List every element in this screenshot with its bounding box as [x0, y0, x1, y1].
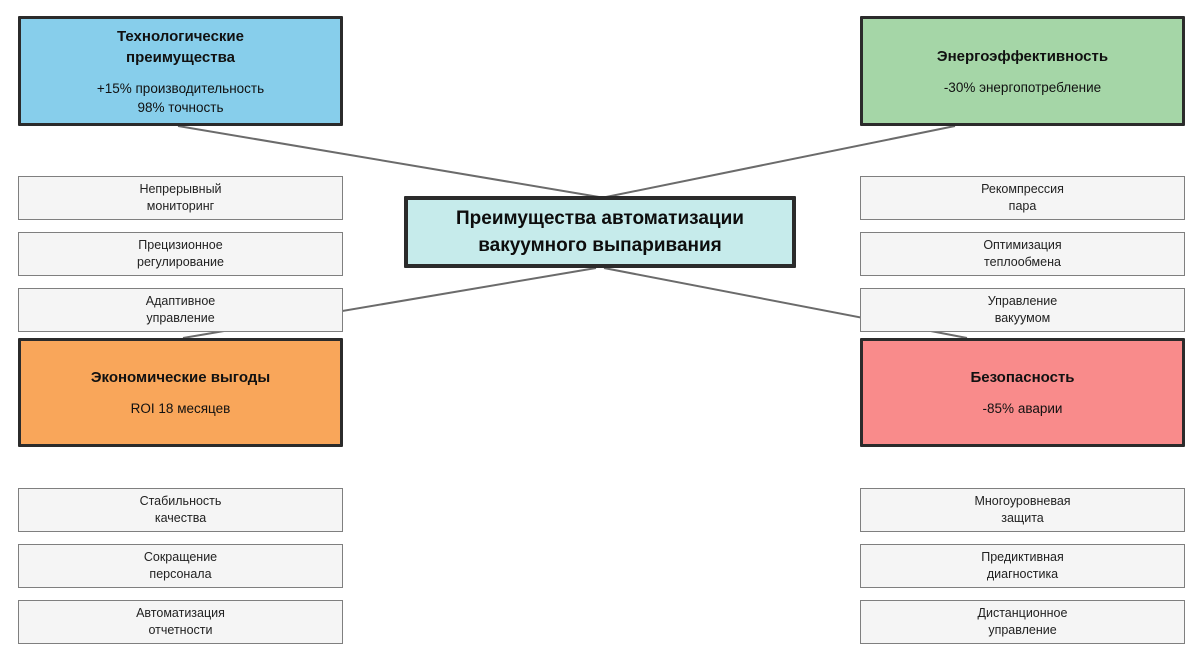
branch-tech-metrics: +15% производительность 98% точность [96, 80, 265, 115]
branch-energy-metrics: -30% энергопотребление [943, 79, 1102, 95]
branch-tech-title: Технологические преимущества [117, 27, 244, 66]
branch-economic-metrics: ROI 18 месяцев [130, 401, 231, 416]
item-economic-1-label: Стабильность качества [139, 494, 222, 525]
item-tech-3: Адаптивное управление [18, 288, 343, 332]
item-safety-1-label: Многоуровневая защита [974, 494, 1071, 525]
item-tech-3-label: Адаптивное управление [145, 294, 216, 325]
item-economic-1: Стабильность качества [18, 488, 343, 532]
item-tech-2: Прецизионное регулирование [18, 232, 343, 276]
item-safety-2-label: Предиктивная диагностика [981, 550, 1064, 581]
branch-safety-title: Безопасность [970, 369, 1075, 386]
center-node-label: Преимущества автоматизации вакуумного вы… [456, 208, 744, 256]
item-safety-3: Дистанционное управление [860, 600, 1185, 644]
item-energy-1-label: Рекомпрессия пара [981, 182, 1064, 213]
item-energy-2: Оптимизация теплообмена [860, 232, 1185, 276]
branch-safety-metrics: -85% аварии [982, 401, 1063, 416]
item-energy-3: Управление вакуумом [860, 288, 1185, 332]
item-tech-1-label: Непрерывный мониторинг [139, 182, 222, 213]
item-energy-2-label: Оптимизация теплообмена [983, 238, 1062, 269]
item-economic-2: Сокращение персонала [18, 544, 343, 588]
item-energy-1: Рекомпрессия пара [860, 176, 1185, 220]
center-node: Преимущества автоматизации вакуумного вы… [404, 196, 796, 268]
item-safety-3-label: Дистанционное управление [977, 606, 1068, 637]
item-economic-2-label: Сокращение персонала [143, 550, 218, 581]
item-economic-3: Автоматизация отчетности [18, 600, 343, 644]
item-safety-2: Предиктивная диагностика [860, 544, 1185, 588]
item-tech-1: Непрерывный мониторинг [18, 176, 343, 220]
branch-node-safety: Безопасность -85% аварии [860, 338, 1185, 447]
branch-node-energy: Энергоэффективность -30% энергопотреблен… [860, 16, 1185, 126]
item-safety-1: Многоуровневая защита [860, 488, 1185, 532]
branch-energy-title: Энергоэффективность [936, 47, 1109, 65]
branch-economic-title: Экономические выгоды [90, 369, 271, 386]
branch-node-economic: Экономические выгоды ROI 18 месяцев [18, 338, 343, 447]
item-tech-2-label: Прецизионное регулирование [137, 238, 224, 269]
item-economic-3-label: Автоматизация отчетности [136, 606, 225, 637]
branch-node-tech: Технологические преимущества +15% произв… [18, 16, 343, 126]
item-energy-3-label: Управление вакуумом [987, 294, 1058, 325]
